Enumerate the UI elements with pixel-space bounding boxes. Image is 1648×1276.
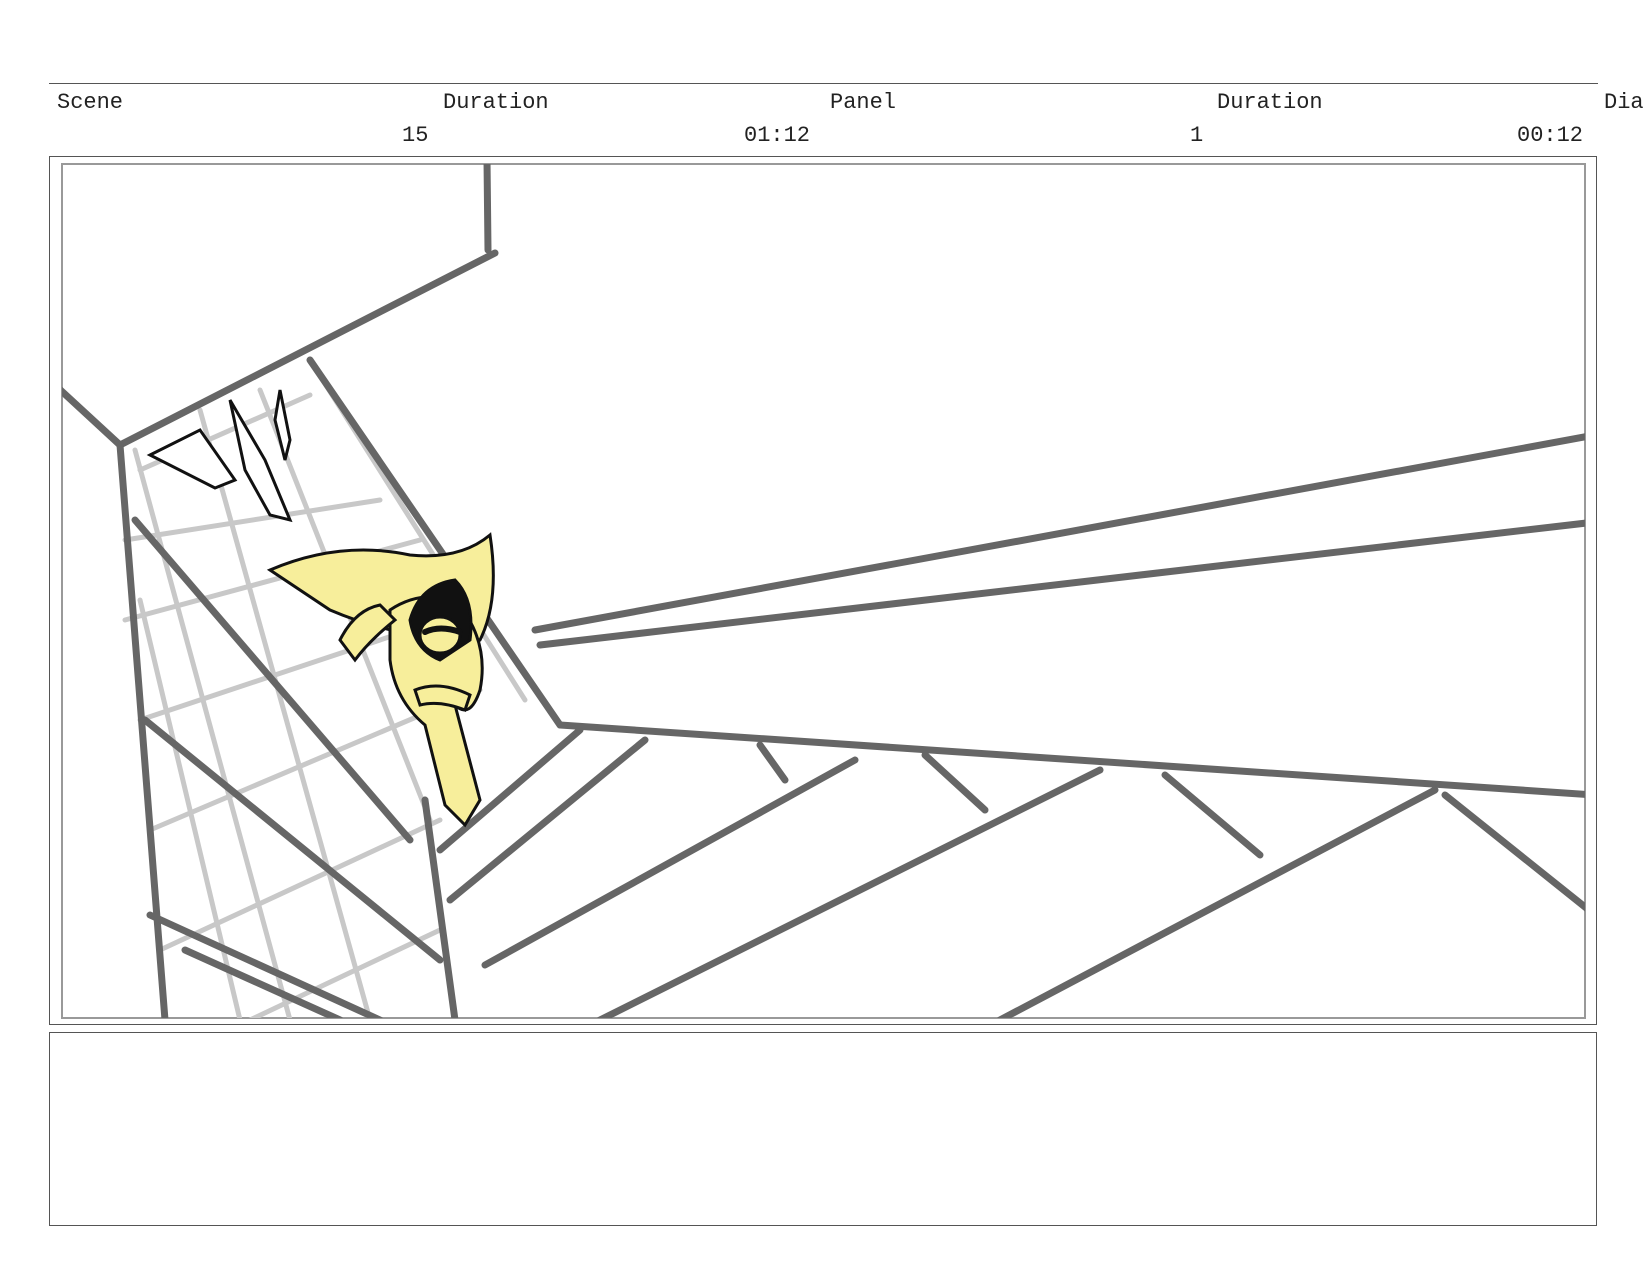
scene-duration: 01:12 [744,123,811,148]
panel-duration-label: Duration [1217,90,1323,115]
panel-number: 1 [1190,123,1204,148]
storyboard-panel-safe-area [61,163,1586,1019]
scene-duration-label: Duration [443,90,549,115]
storyboard-panel-frame [49,156,1597,1025]
panel-label: Panel [830,90,897,115]
scene-label: Scene [57,90,124,115]
header-rule [49,83,1598,84]
panel-notes-box[interactable] [49,1032,1597,1226]
panel-duration: 00:12 [1517,123,1584,148]
dialogue-label: Dia [1604,90,1644,115]
scene-number: 15 [402,123,429,148]
